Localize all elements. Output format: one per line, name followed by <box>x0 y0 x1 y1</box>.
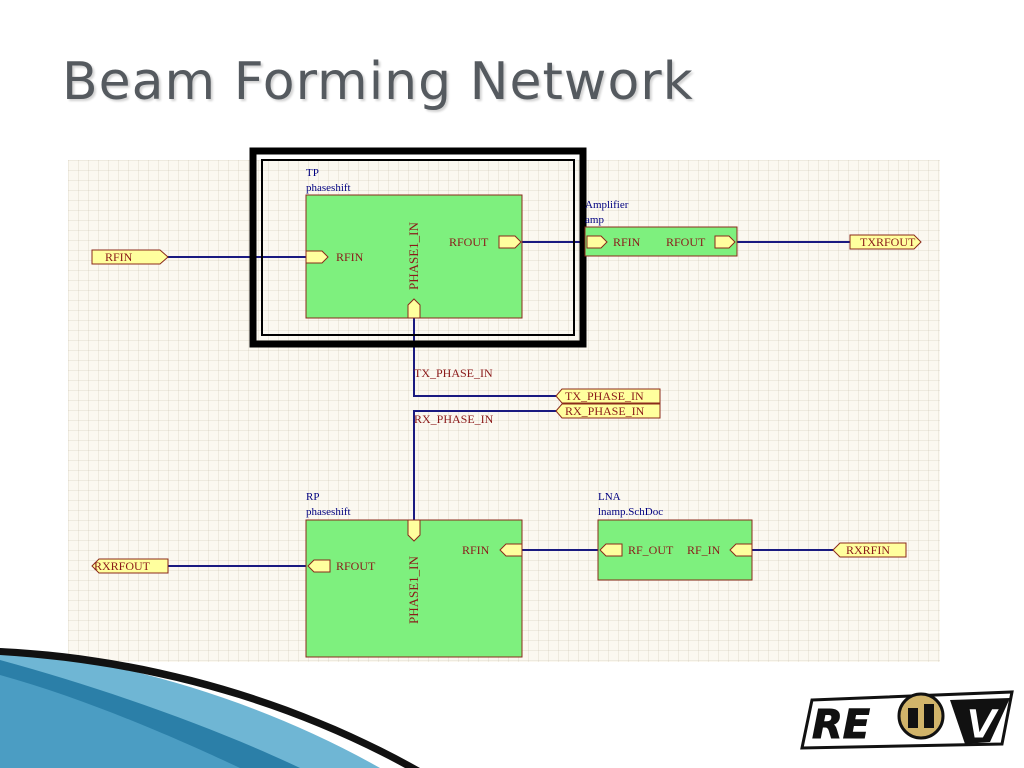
highlight-frame-inner <box>261 159 575 336</box>
port-txrfout[interactable]: TXRFOUT <box>849 234 922 250</box>
lna-rfout-label: RF_OUT <box>628 543 674 557</box>
amp-rfout-pin <box>714 235 736 249</box>
block-lna-file: lnamp.SchDoc <box>598 506 663 518</box>
rp-phase-pin <box>407 519 421 542</box>
tp-phase-pin <box>407 298 421 319</box>
amp-rfout-label: RFOUT <box>666 235 706 249</box>
tp-rfin-pin <box>305 250 329 264</box>
port-txrfout-label: TXRFOUT <box>860 235 916 249</box>
block-rp[interactable]: RP phaseshift RFOUT RFIN PHASE1_IN <box>305 491 523 658</box>
logo-emblem <box>897 692 945 740</box>
block-amp[interactable]: Amplifier amp RFIN RFOUT <box>584 199 738 257</box>
slide-title: Beam Forming Network <box>62 52 694 112</box>
block-rp-name: RP <box>306 491 319 503</box>
port-rxrfin[interactable]: RXRFIN <box>832 542 907 558</box>
amp-rfin-pin <box>586 235 608 249</box>
block-lna[interactable]: LNA lnamp.SchDoc RF_OUT RF_IN <box>597 491 753 581</box>
block-tp[interactable]: TP phaseshift RFIN RFOUT PHASE1_IN <box>305 167 523 319</box>
decorative-swoosh <box>0 648 420 768</box>
tp-rfout-label: RFOUT <box>449 235 489 249</box>
logo-text-left: RE <box>812 702 870 748</box>
port-rx-phase-in-label: RX_PHASE_IN <box>565 404 645 418</box>
port-rxrfout-label: RXRFOUT <box>94 559 151 573</box>
rp-rfin-pin <box>499 543 523 557</box>
net-label-rx-phase-in: RX_PHASE_IN <box>414 412 494 426</box>
port-rfin-label: RFIN <box>105 250 133 264</box>
port-rfin[interactable]: RFIN <box>91 249 169 265</box>
net-label-tx-phase-in: TX_PHASE_IN <box>414 366 493 380</box>
block-amp-name: Amplifier <box>585 199 629 211</box>
port-rx-phase-in[interactable]: RX_PHASE_IN <box>555 403 661 419</box>
port-tx-phase-in-label: TX_PHASE_IN <box>565 389 644 403</box>
highlight-frame <box>249 147 587 348</box>
rp-phase-label: PHASE1_IN <box>406 555 421 624</box>
lna-rfin-label: RF_IN <box>687 543 721 557</box>
rp-rfin-label: RFIN <box>462 543 490 557</box>
port-tx-phase-in[interactable]: TX_PHASE_IN <box>555 388 661 404</box>
wire-rx-phase <box>413 410 556 520</box>
block-rp-file: phaseshift <box>306 506 351 518</box>
wire-tx-phase <box>413 318 556 397</box>
port-rxrfin-label: RXRFIN <box>846 543 890 557</box>
block-tp-name: TP <box>306 167 319 179</box>
block-lna-name: LNA <box>598 491 621 503</box>
lna-rfin-pin <box>729 543 753 557</box>
lna-rfout-pin <box>599 543 623 557</box>
port-rxrfout[interactable]: RXRFOUT <box>91 558 169 574</box>
block-amp-file: amp <box>585 214 604 226</box>
tp-rfin-label: RFIN <box>336 250 364 264</box>
logo-text-right: V <box>966 702 1000 748</box>
tp-rfout-pin <box>498 235 522 249</box>
rp-rfout-pin <box>307 559 331 573</box>
revv-logo: RE V <box>800 690 1014 750</box>
tp-phase-label: PHASE1_IN <box>406 221 421 290</box>
rp-rfout-label: RFOUT <box>336 559 376 573</box>
wires <box>166 241 850 567</box>
block-tp-file: phaseshift <box>306 182 351 194</box>
amp-rfin-label: RFIN <box>613 235 641 249</box>
